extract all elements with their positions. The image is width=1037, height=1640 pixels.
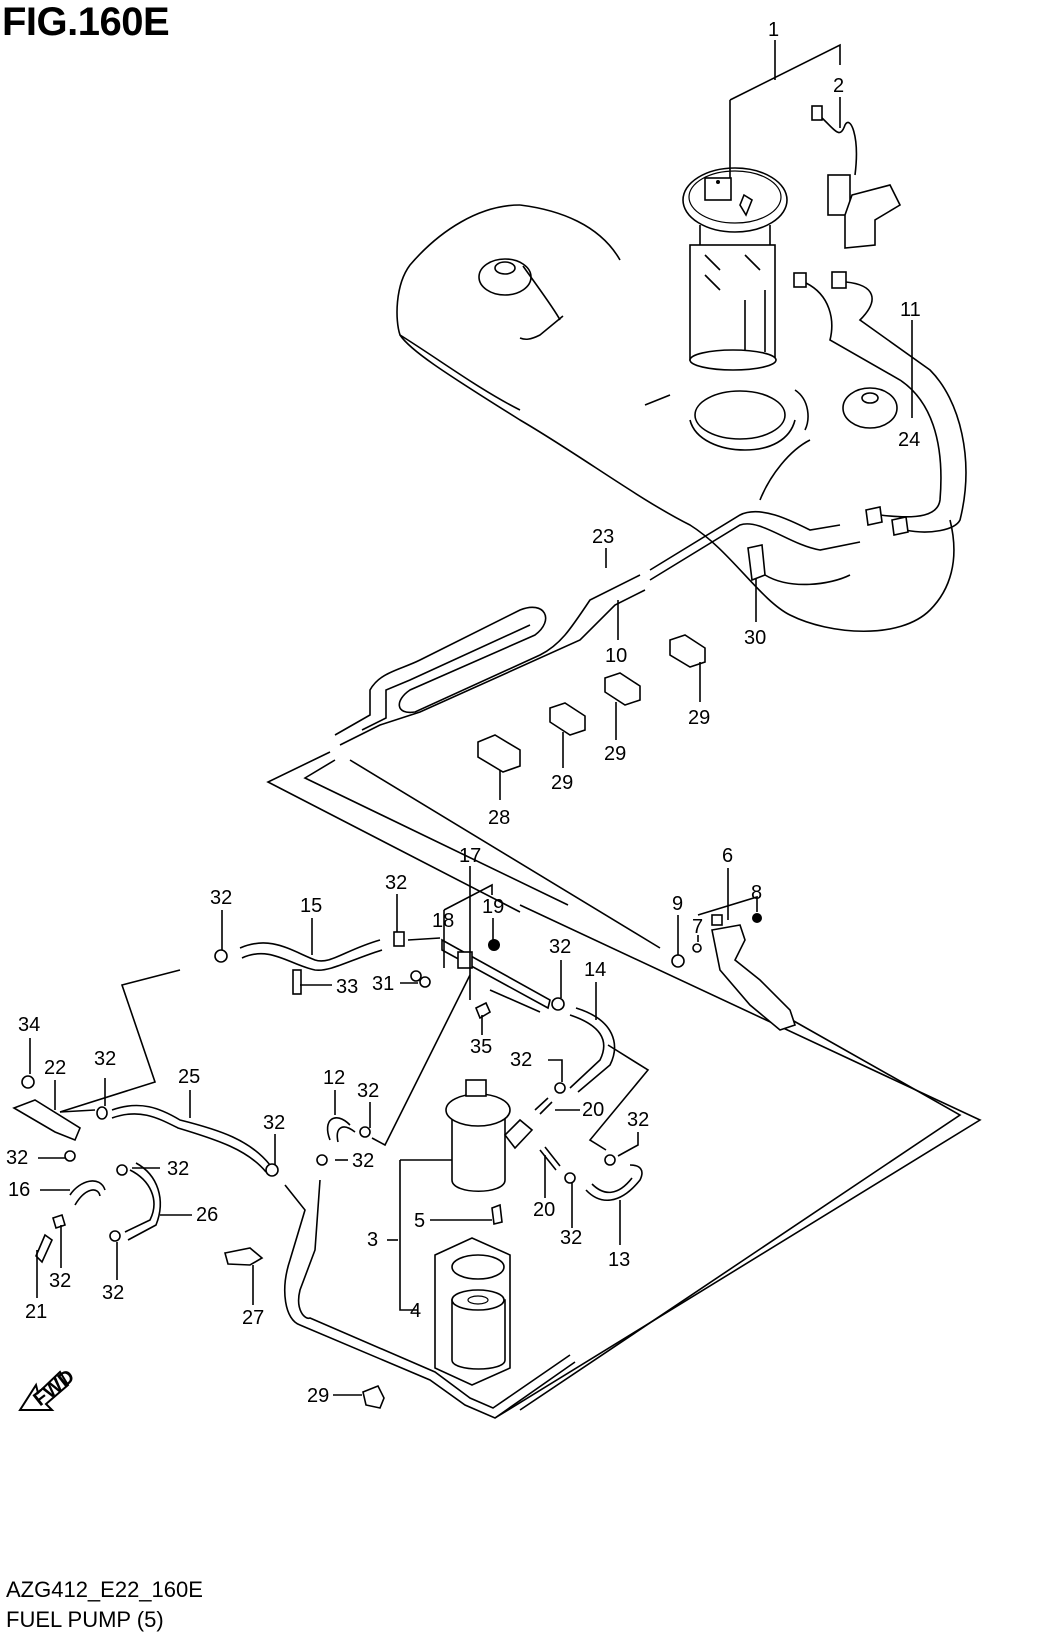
hose-14 [569, 1007, 616, 1093]
hose-15-and-bracket-17 [214, 931, 565, 1020]
callout-29: 29 [688, 707, 710, 729]
callout-21: 21 [25, 1301, 47, 1323]
callout-20: 20 [582, 1099, 604, 1121]
pipe-clamps [477, 634, 706, 773]
figure-name: FUEL PUMP (5) [6, 1607, 164, 1632]
callout-27: 27 [242, 1307, 264, 1329]
callout-19: 19 [482, 896, 504, 918]
callout-31: 31 [372, 973, 394, 995]
fuel-pipes [334, 510, 861, 746]
callout-32: 32 [102, 1282, 124, 1304]
callout-12: 12 [323, 1067, 345, 1089]
fuel-pump-module [682, 167, 788, 371]
callout-32: 32 [94, 1048, 116, 1070]
fwd-label: FWD [29, 1365, 78, 1410]
callout-32: 32 [627, 1109, 649, 1131]
callout-17: 17 [459, 845, 481, 867]
callout-9: 9 [672, 893, 683, 915]
callout-5: 5 [414, 1210, 425, 1232]
callout-18: 18 [432, 910, 454, 932]
callout-29: 29 [604, 743, 626, 765]
callout-32: 32 [385, 872, 407, 894]
callout-2: 2 [833, 75, 844, 97]
callout-labels: 1 2 11 24 23 10 30 29 29 29 28 17 18 19 … [6, 19, 921, 1407]
callout-23: 23 [592, 526, 614, 548]
callout-14: 14 [584, 959, 606, 981]
callout-32: 32 [549, 936, 571, 958]
callout-32: 32 [263, 1112, 285, 1134]
bracket-6 [671, 913, 797, 1031]
figure-title: FIG.160E [2, 0, 170, 44]
callout-1: 1 [768, 19, 779, 41]
callout-11: 11 [900, 299, 921, 321]
callout-10: 10 [605, 645, 627, 667]
callout-20: 20 [533, 1199, 555, 1221]
callout-24: 24 [898, 429, 920, 451]
callout-7: 7 [692, 916, 703, 938]
fuel-filter-assembly [399, 1079, 534, 1386]
callout-32: 32 [357, 1080, 379, 1102]
callout-25: 25 [178, 1066, 200, 1088]
callout-26: 26 [196, 1204, 218, 1226]
callout-4: 4 [410, 1300, 421, 1322]
callout-29: 29 [551, 772, 573, 794]
fwd-direction-arrow: FWD [18, 1365, 79, 1411]
lower-feed-tube [284, 1179, 576, 1419]
callout-13: 13 [608, 1249, 630, 1271]
lower-hoses [12, 1075, 643, 1409]
callout-34: 34 [18, 1014, 40, 1036]
section-connector-lines [59, 751, 982, 1419]
fuel-sender-gauge [811, 105, 902, 249]
callout-32: 32 [352, 1150, 374, 1172]
callout-3: 3 [367, 1229, 378, 1251]
callout-16: 16 [8, 1179, 30, 1201]
callout-22: 22 [44, 1057, 66, 1079]
callout-leaders [29, 40, 913, 1396]
figure-code: AZG412_E22_160E [6, 1577, 203, 1602]
callout-35: 35 [470, 1036, 492, 1058]
clamp-30 [747, 544, 851, 586]
callout-28: 28 [488, 807, 510, 829]
tank-hoses [793, 271, 967, 536]
callout-32: 32 [6, 1147, 28, 1169]
callout-32: 32 [49, 1270, 71, 1292]
callout-32: 32 [167, 1158, 189, 1180]
callout-32: 32 [210, 887, 232, 909]
callout-8: 8 [751, 882, 762, 904]
callout-29: 29 [307, 1385, 329, 1407]
callout-32: 32 [560, 1227, 582, 1249]
callout-15: 15 [300, 895, 322, 917]
callout-30: 30 [744, 627, 766, 649]
fuel-tank [396, 204, 955, 632]
callout-33: 33 [336, 976, 358, 998]
callout-6: 6 [722, 845, 733, 867]
callout-32: 32 [510, 1049, 532, 1071]
